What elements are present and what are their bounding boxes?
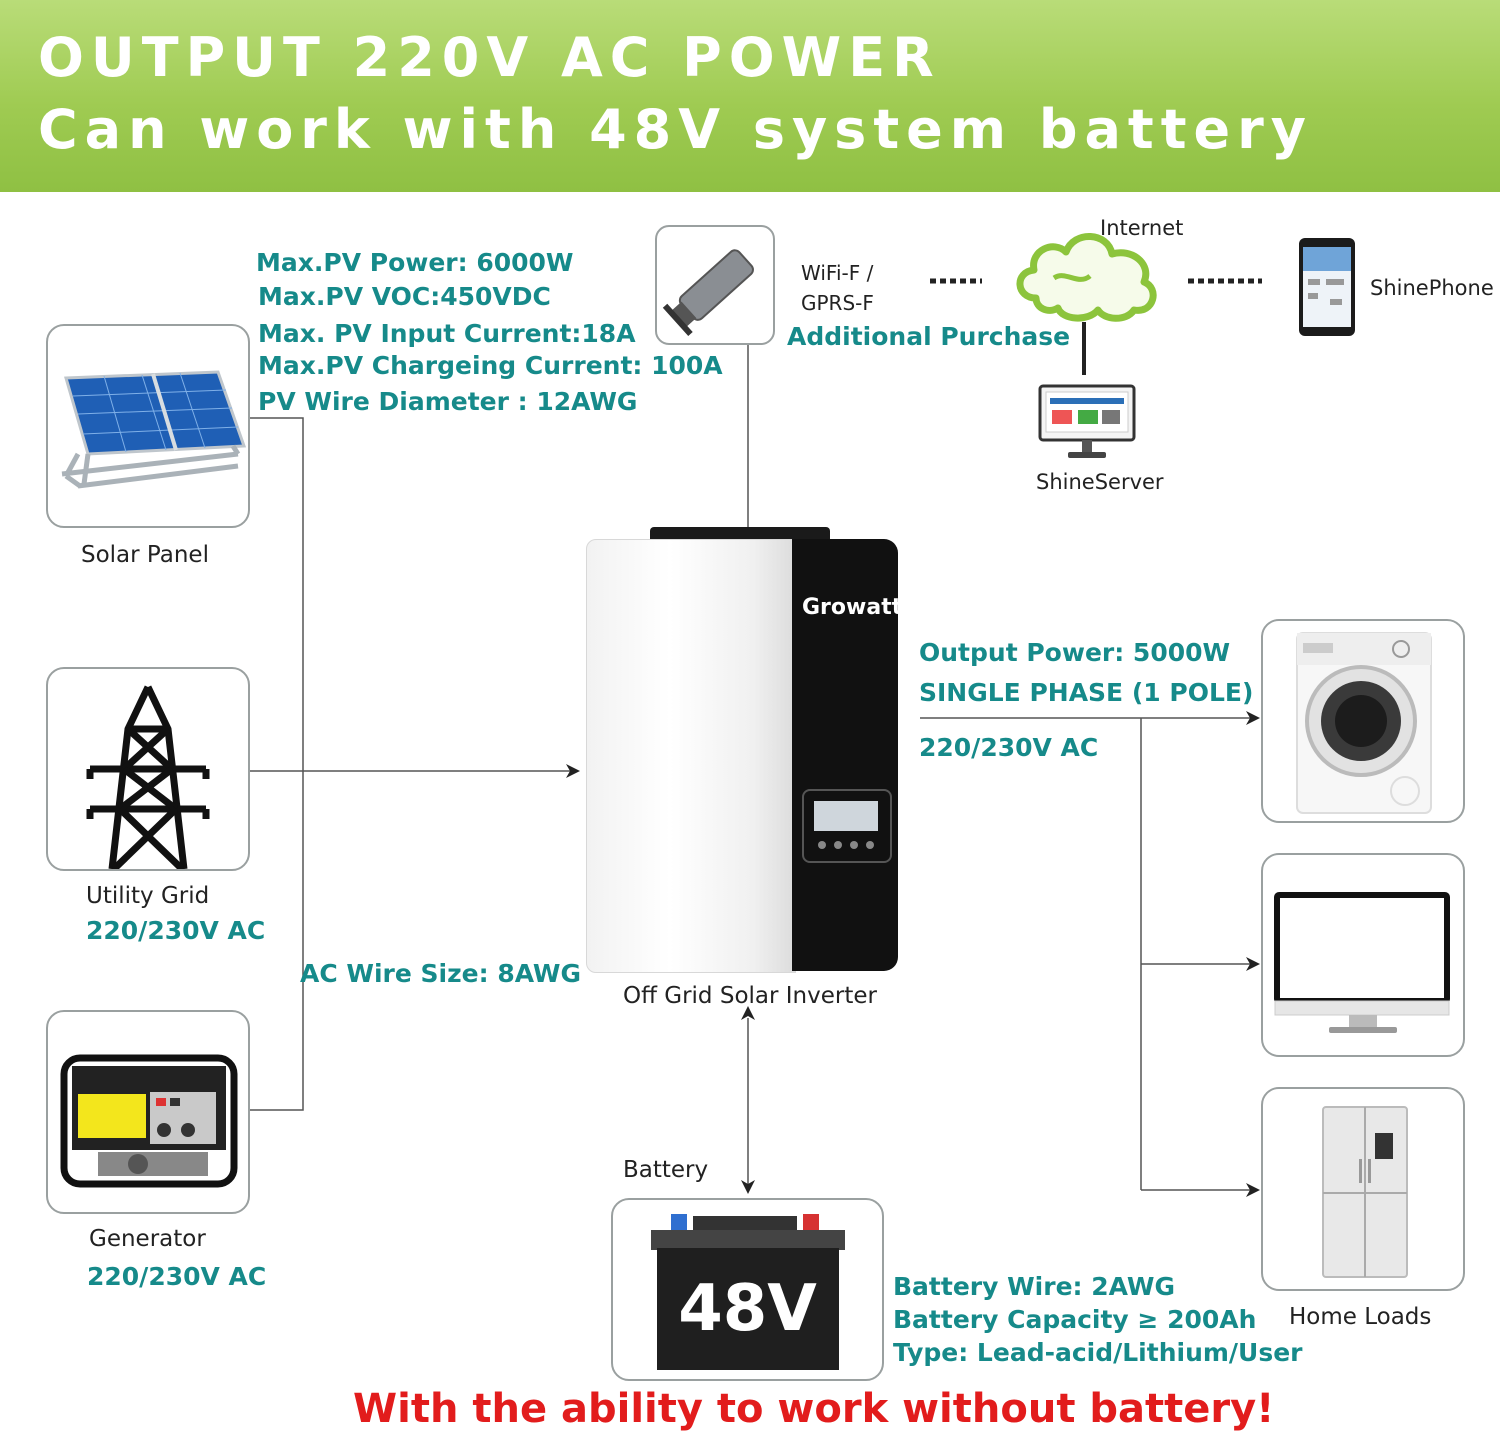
utility-grid-label: Utility Grid <box>86 883 210 909</box>
battery-voltage: 48V <box>678 1272 817 1346</box>
utility-grid-box <box>46 667 250 872</box>
monitor-server-icon <box>1038 384 1136 458</box>
pv-spec-voc: Max.PV VOC:450VDC <box>258 282 551 311</box>
source-bus-wire <box>250 417 304 1111</box>
output-voltage: 220/230V AC <box>919 733 1099 762</box>
header-banner: OUTPUT 220V AC POWER Can work with 48V s… <box>0 0 1500 192</box>
pv-spec-wire: PV Wire Diameter : 12AWG <box>258 387 638 416</box>
power-tower-icon <box>86 685 210 872</box>
inverter-button[interactable] <box>866 841 874 849</box>
inverter-white-panel <box>586 539 796 973</box>
generator-box <box>46 1010 250 1214</box>
inverter-lcd <box>814 801 878 831</box>
solar-panel-box <box>46 324 250 528</box>
battery-icon <box>651 1214 845 1370</box>
computer-monitor-icon <box>1274 892 1450 1033</box>
smartphone-icon <box>1299 238 1355 336</box>
shinephone-label: ShinePhone <box>1370 276 1494 300</box>
generator-voltage: 220/230V AC <box>87 1262 267 1291</box>
pv-spec-power: Max.PV Power: 6000W <box>256 248 574 277</box>
battery-capacity: Battery Capacity ≥ 200Ah <box>893 1305 1257 1334</box>
inverter-button[interactable] <box>850 841 858 849</box>
generator-label: Generator <box>89 1226 206 1252</box>
inverter-brand: Growatt <box>802 595 903 620</box>
solar-panel-label: Solar Panel <box>81 542 209 568</box>
generator-icon <box>60 1054 238 1188</box>
additional-purchase-note: Additional Purchase <box>787 322 1071 351</box>
wifi-module-label-2: GPRS-F <box>801 291 874 315</box>
output-power: Output Power: 5000W <box>919 638 1231 667</box>
inverter-black-panel: Growatt <box>792 539 902 971</box>
inverter-button[interactable] <box>818 841 826 849</box>
refrigerator-icon <box>1322 1106 1408 1278</box>
wifi-module-label-1: WiFi-F / <box>801 261 874 285</box>
shineserver-label: ShineServer <box>1036 470 1164 494</box>
wifi-dongle-icon <box>662 249 754 336</box>
battery-wire: Battery Wire: 2AWG <box>893 1272 1175 1301</box>
wifi-module-box <box>655 225 775 345</box>
battery-type: Type: Lead-acid/Lithium/User <box>893 1338 1303 1367</box>
home-loads-label: Home Loads <box>1289 1304 1432 1330</box>
inverter-button[interactable] <box>834 841 842 849</box>
ac-wire-size: AC Wire Size: 8AWG <box>300 959 582 988</box>
washing-machine-icon <box>1296 632 1432 814</box>
refrigerator-box <box>1261 1087 1465 1291</box>
inverter-unit: Growatt <box>586 527 902 973</box>
solar-panel-icon <box>61 370 247 489</box>
output-phase: SINGLE PHASE (1 POLE) <box>919 678 1254 707</box>
cloud-icon <box>1016 233 1157 322</box>
battery-label: Battery <box>623 1157 709 1183</box>
footer-note: With the ability to work without battery… <box>353 1386 1275 1432</box>
inverter-control-panel <box>802 789 892 863</box>
internet-label: Internet <box>1100 216 1184 240</box>
washing-machine-box <box>1261 619 1465 823</box>
header-title: OUTPUT 220V AC POWER <box>38 26 941 89</box>
pv-spec-charging: Max.PV Chargeing Current: 100A <box>258 351 723 380</box>
inverter-label: Off Grid Solar Inverter <box>623 983 877 1009</box>
pv-spec-current: Max. PV Input Current:18A <box>258 319 636 348</box>
utility-grid-voltage: 220/230V AC <box>86 916 266 945</box>
header-subtitle: Can work with 48V system battery <box>38 98 1313 161</box>
monitor-box <box>1261 853 1465 1057</box>
battery-box: 48V <box>611 1198 884 1381</box>
